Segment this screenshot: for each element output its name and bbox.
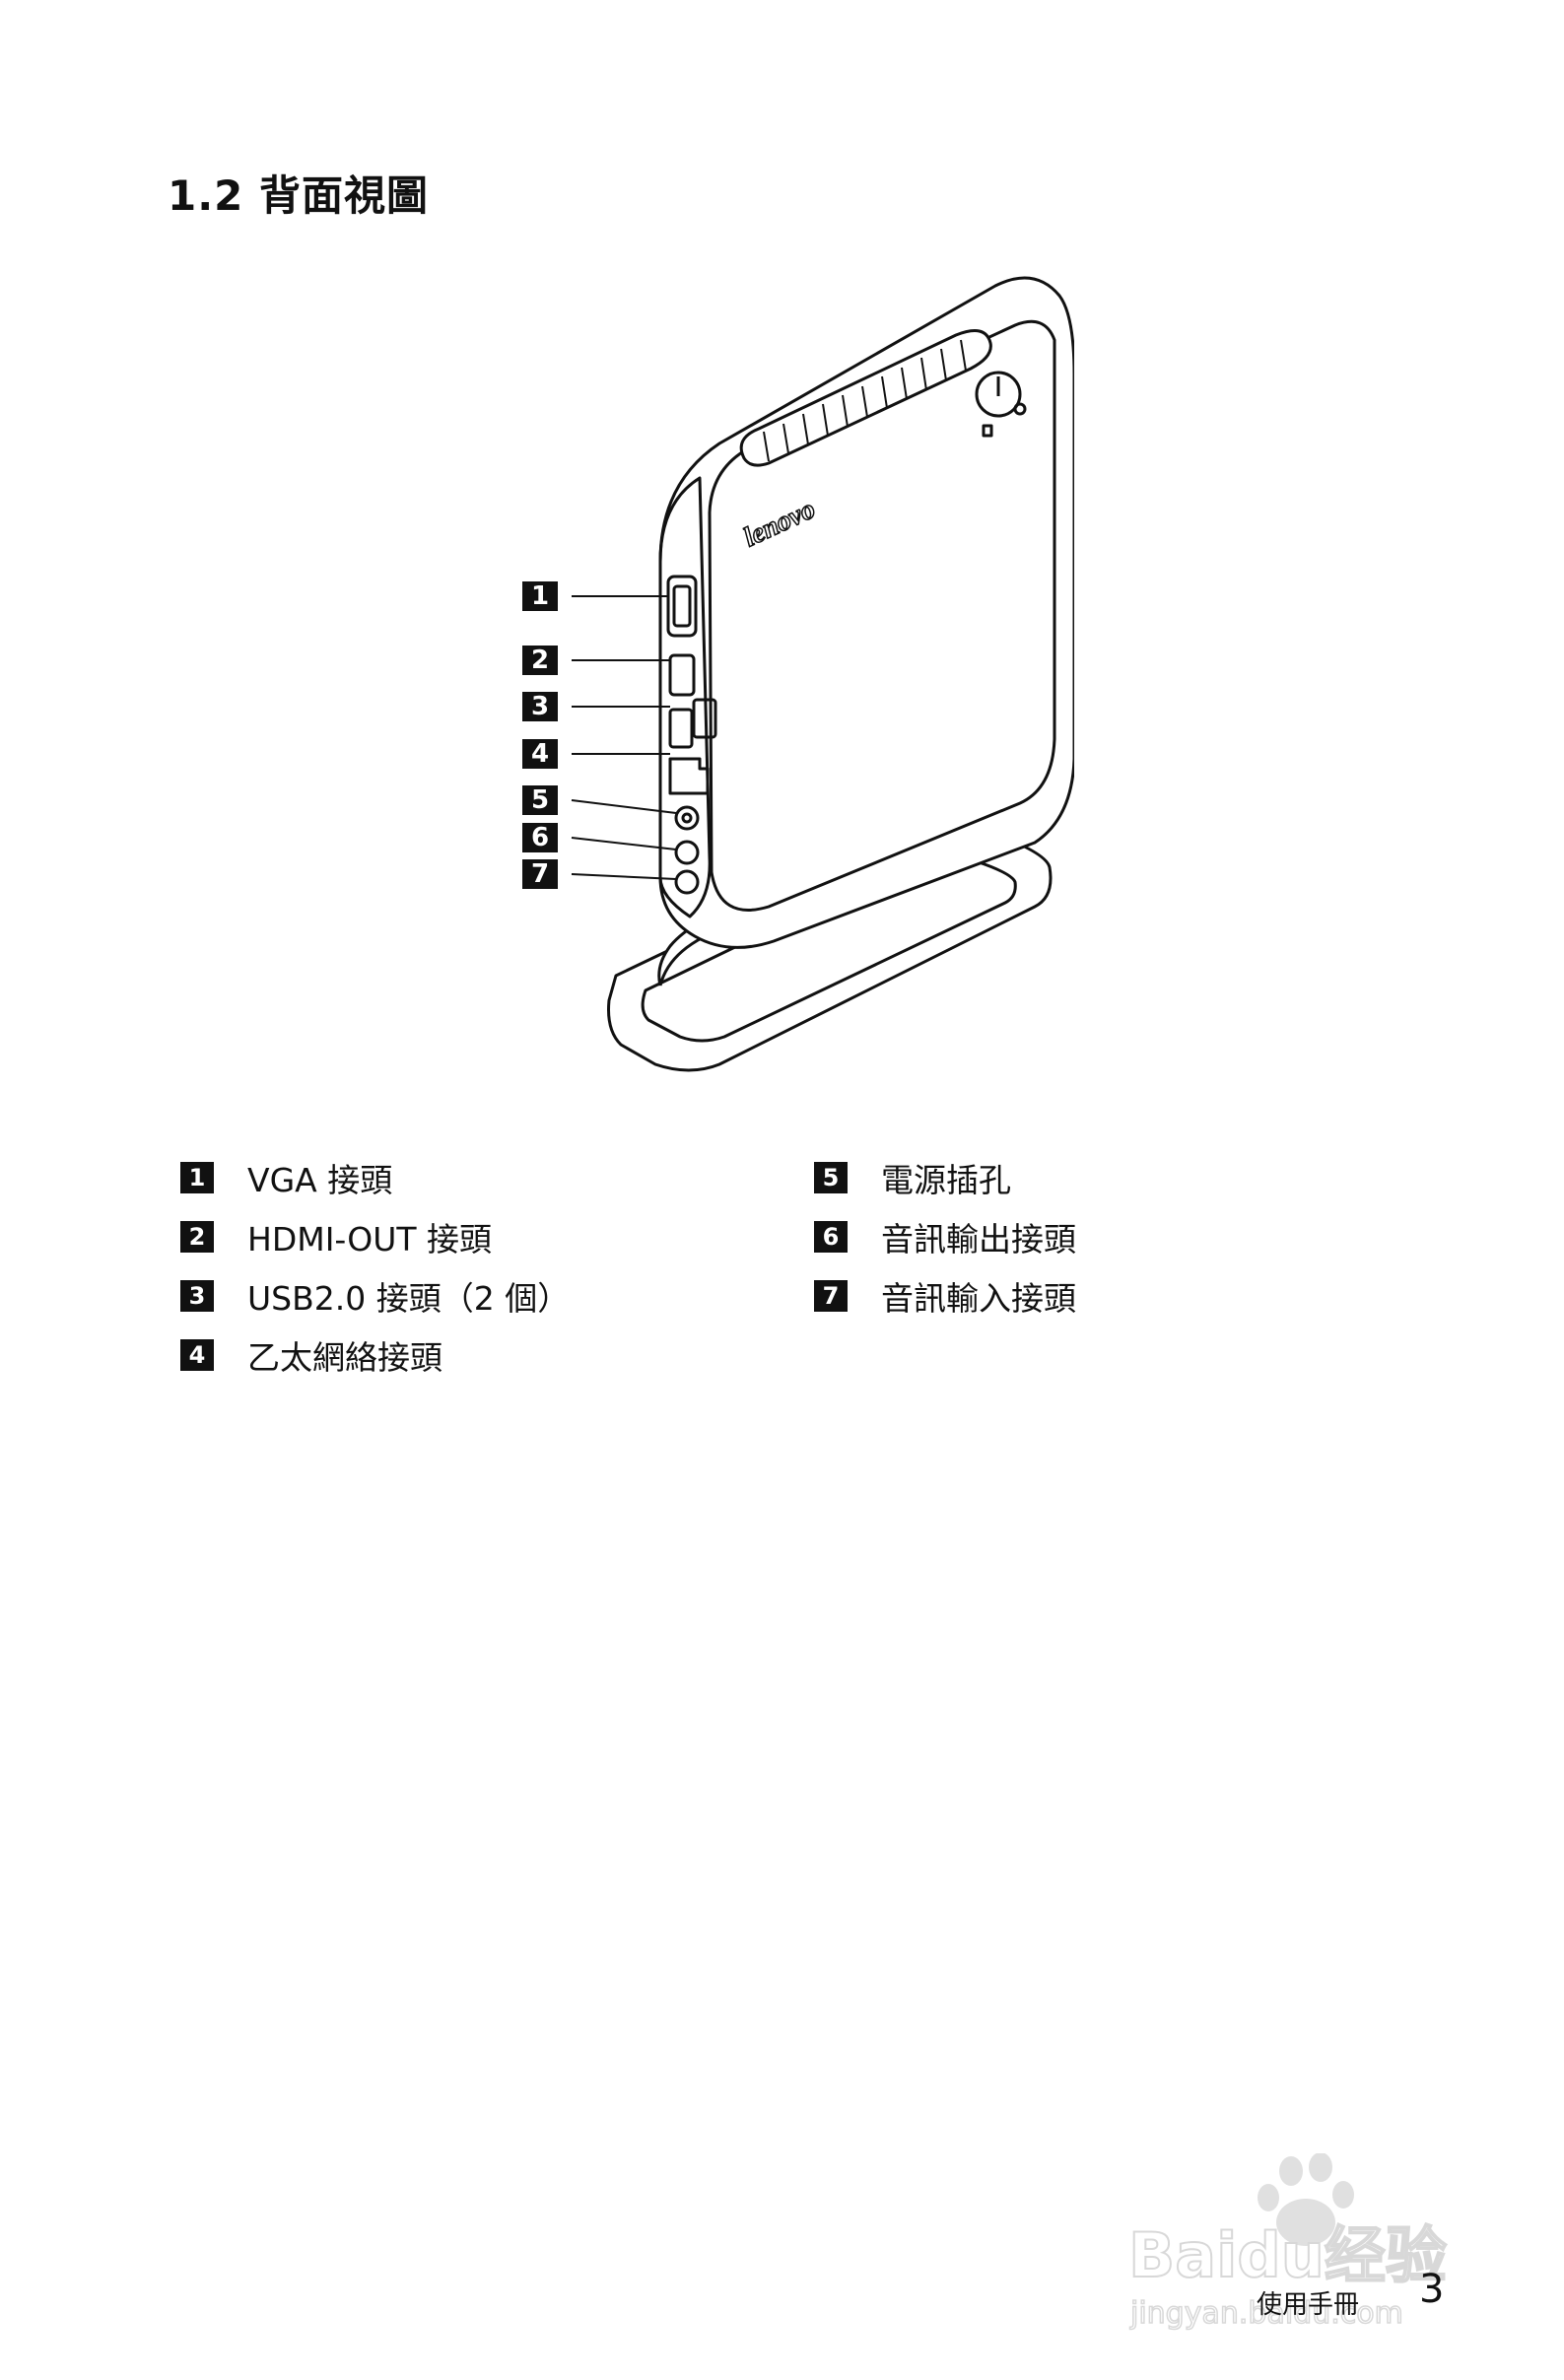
legend-label: HDMI-OUT 接頭 [247, 1220, 493, 1258]
legend-label: 乙太網絡接頭 [247, 1338, 442, 1377]
device-rear-illustration: lenovo 1 2 3 4 5 6 7 [522, 266, 1076, 1104]
legend-label: 音訊輸出接頭 [881, 1220, 1076, 1258]
list-item: 3 USB2.0 接頭（2 個） [180, 1266, 570, 1326]
watermark-brand: Baidu经验 [1128, 2219, 1447, 2291]
list-item: 5 電源插孔 [814, 1148, 1076, 1207]
legend-num: 1 [180, 1162, 214, 1193]
page-number: 3 [1419, 2267, 1445, 2312]
callout-6: 6 [522, 823, 558, 852]
audio-out-jack [674, 840, 700, 865]
list-item: 7 音訊輸入接頭 [814, 1266, 1076, 1326]
footer-title: 使用手冊 [1257, 2290, 1360, 2320]
usb-port-icon-2 [692, 698, 717, 739]
legend-num: 5 [814, 1162, 848, 1193]
hdmi-port-icon [668, 653, 696, 697]
legend-right-column: 5 電源插孔 6 音訊輸出接頭 7 音訊輸入接頭 [814, 1148, 1076, 1326]
list-item: 2 HDMI-OUT 接頭 [180, 1207, 570, 1266]
legend-left-column: 1 VGA 接頭 2 HDMI-OUT 接頭 3 USB2.0 接頭（2 個） … [180, 1148, 570, 1385]
device-front-panel [708, 319, 1056, 912]
list-item: 4 乙太網絡接頭 [180, 1326, 570, 1385]
usb-port-icon [668, 708, 694, 749]
callout-7: 7 [522, 859, 558, 889]
legend-num: 3 [180, 1280, 214, 1312]
top-vent [739, 329, 992, 467]
power-led [1013, 402, 1027, 416]
legend-label: USB2.0 接頭（2 個） [247, 1279, 571, 1318]
legend-num: 4 [180, 1339, 214, 1371]
ethernet-port-icon [668, 757, 710, 795]
section-heading: 1.2 背面視圖 [168, 171, 430, 220]
legend-num: 7 [814, 1280, 848, 1312]
audio-in-jack [674, 869, 700, 895]
list-item: 6 音訊輸出接頭 [814, 1207, 1076, 1266]
vga-port-icon [666, 575, 698, 638]
legend-label: 音訊輸入接頭 [881, 1279, 1076, 1318]
legend-num: 2 [180, 1221, 214, 1253]
callout-5: 5 [522, 785, 558, 815]
hdd-led-icon [982, 424, 993, 438]
device-drawing: lenovo [571, 276, 1076, 1072]
callout-4: 4 [522, 739, 558, 769]
stand-base-inner [641, 848, 1017, 1043]
watermark-url: jingyan.baidu.com [1129, 2296, 1403, 2331]
legend-num: 6 [814, 1221, 848, 1253]
audio-jack-icon [674, 805, 700, 831]
list-item: 1 VGA 接頭 [180, 1148, 570, 1207]
paw-icon: Baidu经验 jingyan.baidu.com [1127, 2152, 1448, 2332]
callout-2: 2 [522, 646, 558, 675]
power-button-icon [975, 371, 1022, 418]
device-side [658, 476, 712, 918]
baidu-watermark: Baidu经验 jingyan.baidu.com [1119, 2152, 1493, 2332]
legend-label: VGA 接頭 [247, 1161, 393, 1199]
callout-1: 1 [522, 581, 558, 611]
callout-3: 3 [522, 692, 558, 721]
legend-label: 電源插孔 [881, 1161, 1011, 1199]
